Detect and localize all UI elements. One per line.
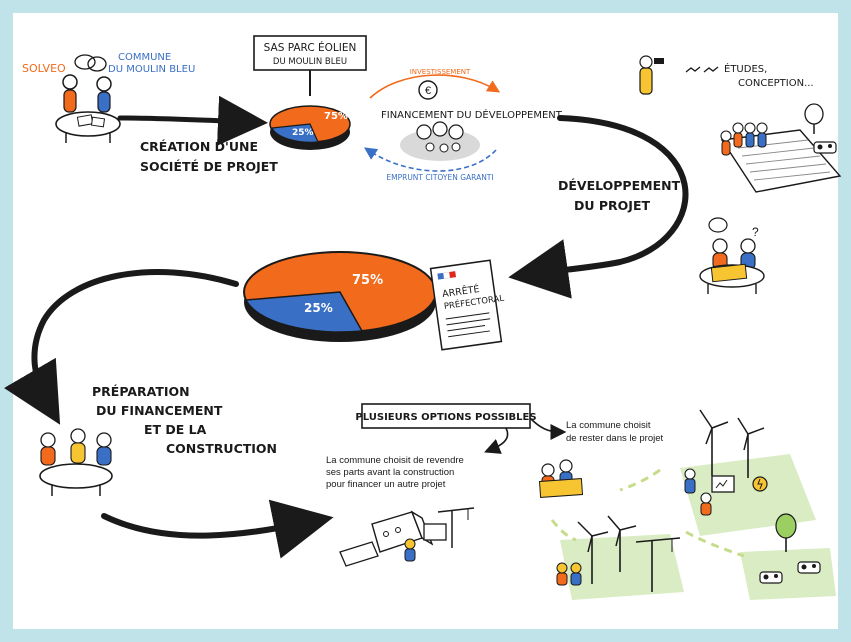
person-binoculars-icon bbox=[639, 67, 653, 95]
construction-site-icon bbox=[339, 507, 475, 567]
sign-line2: DU MOULIN BLEU bbox=[273, 57, 347, 67]
investment-label: INVESTISSEMENT bbox=[410, 68, 471, 76]
options-header: PLUSIEURS OPTIONS POSSIBLES bbox=[355, 412, 536, 423]
creation-label-line1: CRÉATION D'UNE bbox=[140, 139, 258, 154]
loan-label: EMPRUNT CITOYEN GARANTI bbox=[386, 173, 493, 182]
person-commune-icon bbox=[96, 76, 112, 113]
studies-line2: CONCEPTION... bbox=[738, 78, 814, 89]
euro-symbol: € bbox=[425, 85, 431, 97]
euro-coin-icon bbox=[418, 80, 438, 100]
tree-icon bbox=[775, 513, 797, 552]
pie-small-large-label: 75% bbox=[324, 111, 348, 122]
sign-line1: SAS PARC ÉOLIEN bbox=[264, 41, 357, 54]
citizens-crowd-icon bbox=[416, 121, 464, 153]
person-solveo-icon bbox=[62, 74, 78, 113]
worker-icon bbox=[570, 562, 582, 574]
speech-bubble-icon bbox=[74, 54, 96, 70]
cow-icon bbox=[797, 561, 821, 574]
preparation-line4: CONSTRUCTION bbox=[166, 441, 277, 456]
paper-icon bbox=[76, 114, 94, 127]
pie-chart-large: 75% 25% bbox=[243, 251, 437, 342]
monitor-icon bbox=[711, 475, 735, 493]
field-patch bbox=[560, 534, 684, 600]
cow-icon bbox=[759, 571, 783, 584]
options-group: PLUSIEURS OPTIONS POSSIBLES La commune c… bbox=[326, 403, 664, 490]
pie-large-slice-commune bbox=[244, 291, 364, 333]
wind-turbine-icon bbox=[699, 409, 729, 476]
document-line1: ARRÊTÉ bbox=[441, 283, 480, 300]
option-sell-arrow bbox=[484, 427, 509, 454]
project-company-sign: SAS PARC ÉOLIEN DU MOULIN BLEU bbox=[253, 35, 367, 96]
question-mark-icon: ? bbox=[752, 225, 759, 239]
birds-icon bbox=[685, 66, 719, 73]
financing-title: FINANCEMENT DU DÉVELOPPEMENT bbox=[381, 108, 563, 121]
development-label-line2: DU PROJET bbox=[574, 198, 650, 213]
wind-turbine-icon bbox=[577, 521, 609, 584]
development-label-line1: DÉVELOPPEMENT bbox=[558, 178, 681, 193]
options-header-box bbox=[361, 403, 531, 429]
arrow-preparation bbox=[3, 269, 239, 425]
option-sell-line1: La commune choisit de revendre bbox=[326, 455, 464, 466]
citizens-with-plan-icon bbox=[538, 459, 584, 498]
pie-chart-small: 75% 25% bbox=[269, 105, 351, 150]
commune-label-line2: DU MOULIN BLEU bbox=[108, 64, 195, 75]
tree-icon bbox=[804, 103, 824, 134]
worker-icon bbox=[556, 562, 568, 574]
studies-group: ÉTUDES, CONCEPTION... ? bbox=[639, 55, 842, 294]
speech-bubble-icon bbox=[87, 56, 107, 72]
pie-large-large-label: 75% bbox=[352, 273, 383, 288]
map-icon bbox=[710, 263, 748, 283]
pie-small-small-label: 25% bbox=[292, 128, 314, 138]
paper-icon bbox=[90, 116, 106, 128]
option-sell-line2: ses parts avant la construction bbox=[326, 467, 454, 478]
commune-label-line1: COMMUNE bbox=[118, 52, 171, 63]
option-stay-arrow bbox=[529, 417, 567, 440]
preparation-line1: PRÉPARATION bbox=[92, 384, 190, 399]
option-stay-line2: de rester dans le projet bbox=[566, 433, 664, 444]
field-patch bbox=[740, 548, 836, 600]
pie-small-slice-commune bbox=[271, 123, 319, 143]
studies-line1: ÉTUDES, bbox=[724, 62, 767, 75]
option-sell-line3: pour financer un autre projet bbox=[326, 479, 446, 490]
crane-icon bbox=[635, 537, 681, 592]
wind-turbine-icon bbox=[737, 417, 765, 478]
person-icon bbox=[684, 478, 696, 494]
cow-icon bbox=[813, 141, 837, 154]
investment-arrow bbox=[369, 74, 501, 99]
solveo-label: SOLVEO bbox=[22, 62, 66, 75]
preparation-meeting-icon bbox=[39, 428, 113, 496]
planning-meeting-icon: ? bbox=[699, 217, 765, 294]
wind-park-group bbox=[538, 409, 836, 600]
surveyors-icon bbox=[720, 122, 768, 156]
flag-icon bbox=[437, 272, 445, 280]
person-icon bbox=[700, 502, 712, 516]
pie-large-small-label: 25% bbox=[304, 301, 333, 315]
wind-turbine-icon bbox=[607, 515, 637, 572]
preparation-line3: ET DE LA bbox=[144, 422, 207, 437]
financing-group: INVESTISSEMENT € FINANCEMENT DU DÉVELOPP… bbox=[364, 68, 563, 182]
actors-group: SOLVEO COMMUNE DU MOULIN BLEU bbox=[22, 52, 195, 143]
prefectoral-order-document: ARRÊTÉ PRÉFECTORAL bbox=[429, 259, 505, 351]
arrow-to-project-company bbox=[117, 95, 268, 146]
preparation-line2: DU FINANCEMENT bbox=[96, 403, 223, 418]
worker-icon bbox=[404, 538, 416, 550]
arrow-development bbox=[508, 115, 689, 299]
creation-label-line2: SOCIÉTÉ DE PROJET bbox=[140, 159, 278, 174]
option-stay-line1: La commune choisit bbox=[566, 420, 651, 431]
arrow-to-options bbox=[101, 499, 334, 559]
